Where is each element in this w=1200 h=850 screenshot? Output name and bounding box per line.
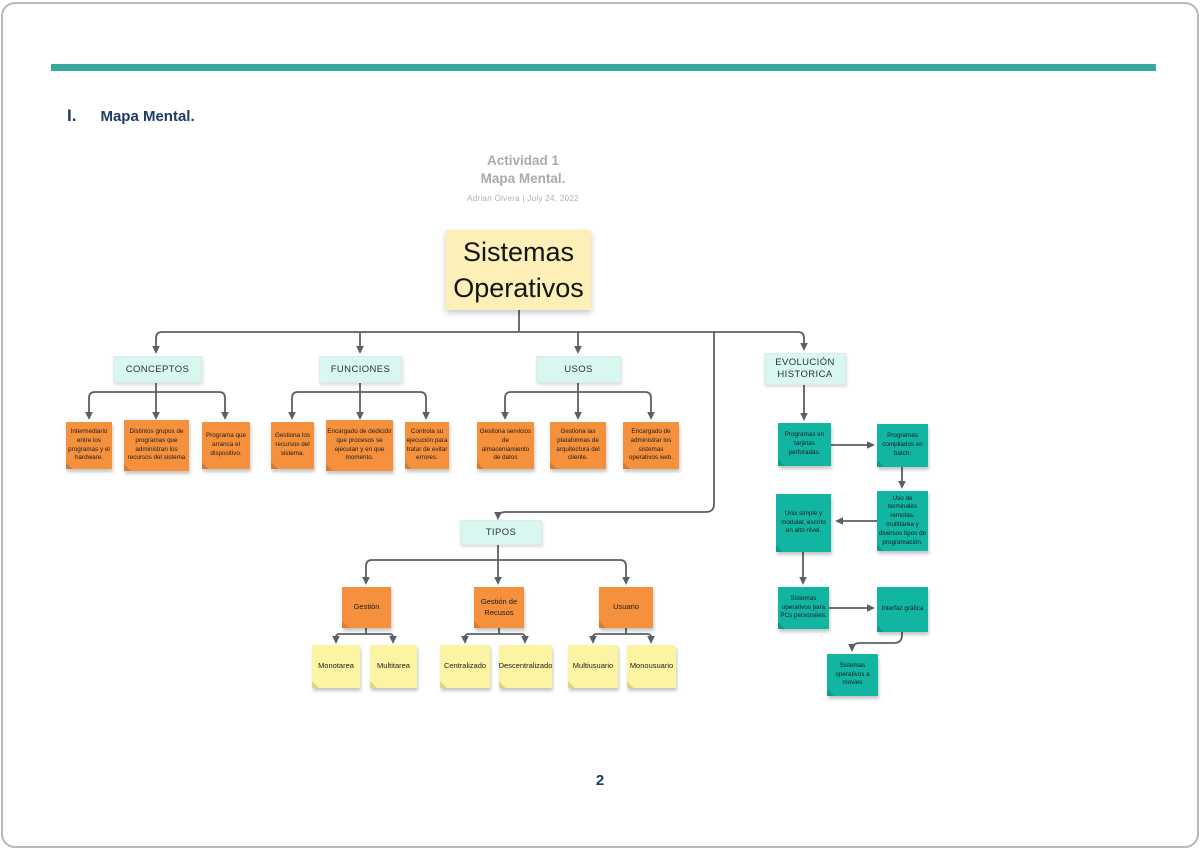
mindmap-subtitle: Mapa Mental. — [480, 170, 566, 186]
note-concepto-1: Intermediario entre los programas y el h… — [66, 422, 112, 469]
note-evolucion-interfaz: Interfaz gráfica — [877, 587, 928, 632]
note-monousuario: Monousuario — [627, 645, 676, 688]
note-uso-3: Encargado de administrar los sistemas op… — [623, 422, 679, 469]
note-concepto-3: Programa que arranca el dispositivo. — [202, 422, 250, 469]
branch-label-funciones: FUNCIONES — [319, 356, 402, 383]
note-tipo-usuario: Usuario — [599, 587, 653, 628]
note-monotarea: Monotarea — [312, 645, 360, 688]
root-node: Sistemas Operativos — [446, 230, 591, 310]
note-evolucion-tarjetas: Programas en tarjetas perforadas. — [778, 423, 831, 466]
note-uso-1: Gestiona servicios de almaceniamiento de… — [477, 422, 534, 469]
note-evolucion-batch: Programas compliados en batch. — [877, 424, 928, 467]
note-descentralizado: Descentralizado — [499, 645, 552, 688]
note-concepto-2: Distintos grupos de programas que admini… — [124, 420, 189, 471]
accent-bar — [51, 64, 1156, 71]
section-number: I. — [67, 106, 77, 125]
note-funcion-2: Encargado de dedicidir que procesos se e… — [326, 420, 393, 471]
note-centralizado: Centralizado — [440, 645, 490, 688]
note-evolucion-unix: Unix simple y modular, escrito en alto n… — [776, 494, 831, 552]
note-multiusuario: Multiusuario — [568, 645, 618, 688]
note-funcion-1: Gestiona los recursos del sistema. — [271, 422, 314, 469]
note-evolucion-terminales: Uso de terminales remotas, multitarea y … — [877, 491, 928, 551]
mindmap-title: Actividad 1 — [486, 153, 560, 168]
mindmap-header: Actividad 1 Mapa Mental. Adrian Olvera |… — [383, 152, 663, 203]
note-evolucion-moviles: Sistemas operativos a movies — [827, 654, 878, 696]
branch-label-conceptos: CONCEPTOS — [113, 356, 202, 383]
note-tipo-gestion: Gestión — [342, 587, 391, 628]
note-funcion-3: Controla su ejecución para tratar de evi… — [405, 422, 449, 469]
note-tipo-gestion-recursos: Gestión de Recusos — [474, 587, 524, 628]
note-uso-2: Gestiona las plataformas de arquitectura… — [550, 422, 606, 469]
branch-label-evolucion-historica: EVOLUCIÓN HISTORICA — [764, 353, 846, 385]
note-multitarea: Multitarea — [370, 645, 417, 688]
page-number: 2 — [595, 772, 605, 789]
section-title: Mapa Mental. — [100, 108, 195, 125]
section-heading: I. Mapa Mental. — [67, 106, 195, 126]
note-evolucion-pcs: Sistemas operativos para PCs personales. — [778, 587, 829, 629]
mindmap-byline: Adrian Olvera | July 24, 2022 — [467, 194, 579, 204]
branch-label-tipos: TIPOS — [460, 520, 542, 545]
branch-label-usos: USOS — [536, 356, 621, 383]
